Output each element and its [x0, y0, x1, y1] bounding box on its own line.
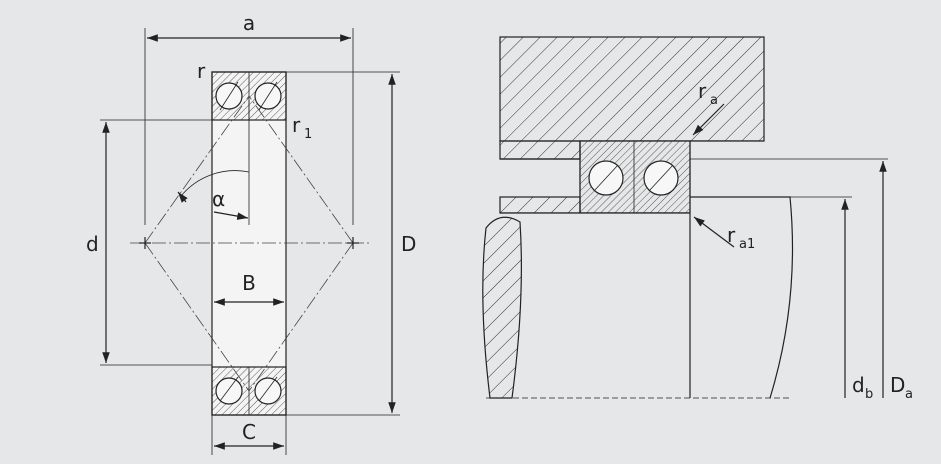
label-C: C	[242, 420, 256, 444]
dimension-d: d	[86, 119, 212, 366]
right-bearing-section	[579, 140, 691, 214]
svg-text:a: a	[710, 93, 718, 108]
left-view: a r r 1 α d D	[86, 11, 416, 455]
ball-icon	[215, 377, 243, 405]
label-alpha: α	[212, 187, 225, 211]
label-a: a	[243, 11, 255, 35]
housing-section	[499, 36, 765, 142]
contact-lines	[130, 95, 372, 392]
label-B: B	[242, 271, 256, 295]
svg-text:r: r	[698, 79, 707, 103]
dimension-db: d b	[790, 196, 873, 402]
label-d: d	[86, 232, 99, 256]
dimension-a: a	[144, 11, 354, 225]
svg-text:1: 1	[304, 127, 312, 142]
dimension-D: D	[286, 71, 416, 416]
label-r: r	[197, 59, 206, 83]
ball-icon	[254, 377, 282, 405]
fillet-ra1-callout: r a1	[693, 216, 755, 252]
pressure-centre-markers	[139, 237, 359, 249]
svg-text:d: d	[852, 373, 865, 397]
fillet-ra-callout: r a	[692, 79, 725, 136]
bottom-bearing-section	[211, 366, 287, 416]
svg-text:r: r	[292, 113, 301, 137]
svg-text:D: D	[890, 373, 905, 397]
label-D: D	[401, 232, 416, 256]
svg-text:r: r	[727, 223, 736, 247]
right-view: r a r a1 d b D a	[482, 36, 913, 402]
svg-text:b: b	[865, 387, 873, 402]
svg-text:a: a	[905, 387, 913, 402]
label-r1: r 1	[292, 113, 312, 142]
svg-text:a1: a1	[739, 237, 755, 252]
dimension-C: C	[211, 415, 287, 455]
contact-angle-alpha: α	[177, 170, 250, 220]
dimension-B: B	[214, 271, 284, 306]
shaft-body	[500, 213, 793, 398]
shaft-cut-section	[482, 216, 522, 399]
dimension-Da: D a	[879, 161, 913, 402]
